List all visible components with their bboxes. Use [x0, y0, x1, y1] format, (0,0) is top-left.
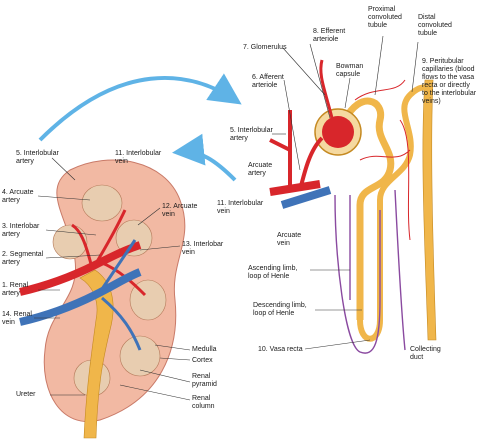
label-descending-limb: Descending limb, loop of Henle: [253, 302, 307, 318]
loop-of-henle-shape: [360, 88, 430, 339]
label-interlobular-vein-top: 11. Interlobular vein: [115, 150, 161, 166]
label-cortex: Cortex: [192, 357, 213, 365]
label-afferent-arteriole: 6. Afferent arteriole: [252, 74, 284, 90]
vasa-recta-shape: [335, 190, 405, 353]
interlobular-artery-shape: [270, 110, 290, 190]
leader-line: [283, 48, 325, 95]
flow-arrow-back: [180, 152, 235, 180]
label-peritubular-capillaries: 9. Peritubular capillaries (blood flows …: [422, 58, 476, 106]
leader-line: [375, 36, 383, 95]
leader-line: [345, 78, 350, 108]
kidney-section: [20, 160, 185, 438]
label-glomerulus: 7. Glomerulus: [243, 44, 287, 52]
label-medulla: Medulla: [192, 346, 217, 354]
label-renal-artery: 1. Renal artery: [2, 282, 28, 298]
label-vasa-recta: 10. Vasa recta: [258, 346, 303, 354]
label-ureter: Ureter: [16, 391, 35, 399]
label-renal-vein: 14. Renal vein: [2, 311, 32, 327]
label-interlobar-artery: 3. Interlobar artery: [2, 223, 39, 239]
label-renal-column: Renal column: [192, 395, 215, 411]
label-interlobular-artery-right: 5. Interlobular artery: [230, 127, 273, 143]
label-arcuate-artery-right: Arcuate artery: [248, 162, 272, 178]
glomerulus-shape: [322, 116, 354, 148]
label-arcuate-vein-left: 12. Arcuate vein: [162, 203, 197, 219]
flow-arrow-top: [40, 78, 235, 140]
label-arcuate-artery-left: 4. Arcuate artery: [2, 189, 34, 205]
label-ascending-limb: Ascending limb, loop of Henle: [248, 265, 297, 281]
renal-pyramid: [53, 225, 87, 259]
renal-pyramid: [82, 185, 122, 221]
label-interlobular-vein-right: 11. Interlobular vein: [217, 200, 263, 216]
label-interlobular-artery-left: 5. Interlobular artery: [16, 150, 59, 166]
label-collecting-duct: Collecting duct: [410, 346, 441, 362]
label-proximal-tubule: Proximal convoluted tubule: [368, 6, 402, 30]
label-renal-pyramid: Renal pyramid: [192, 373, 217, 389]
label-distal-tubule: Distal convoluted tubule: [418, 14, 452, 38]
label-arcuate-vein-right: Arcuate vein: [277, 232, 301, 248]
label-interlobar-vein: 13. Interlobar vein: [182, 241, 223, 257]
label-efferent-arteriole: 8. Efferent arteriole: [313, 28, 345, 44]
label-bowman-capsule: Bowman capsule: [336, 63, 363, 79]
arcuate-artery-shape: [270, 184, 320, 192]
efferent-arteriole-shape: [321, 60, 332, 118]
collecting-duct-shape: [423, 80, 436, 340]
leader-line: [305, 340, 370, 349]
label-segmental-artery: 2. Segmental artery: [2, 251, 43, 267]
leader-line: [412, 42, 418, 92]
leader-line: [310, 44, 330, 118]
